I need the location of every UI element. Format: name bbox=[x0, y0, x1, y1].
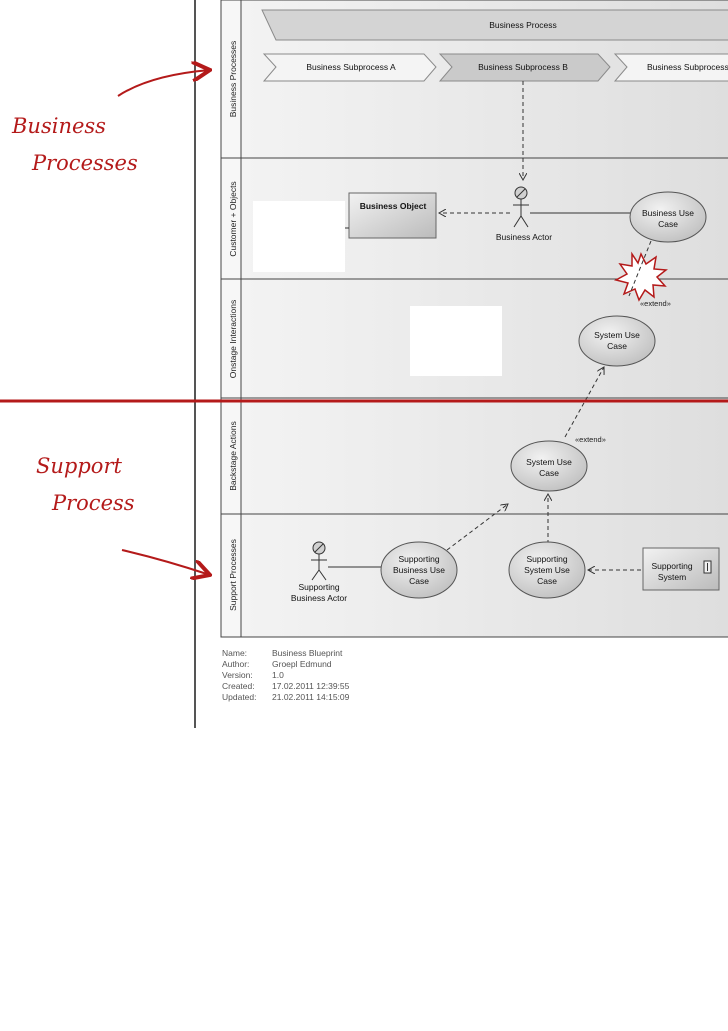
supporting-system-use-case-label-1: Supporting bbox=[526, 554, 567, 564]
system-use-case-onstage bbox=[578, 315, 656, 367]
annotation-support-1: Support bbox=[36, 454, 122, 478]
supporting-system-use-case-label-2: System Use bbox=[524, 565, 570, 575]
meta-key: Version: bbox=[222, 670, 253, 680]
subprocess-c-label: Business Subprocess C bbox=[647, 62, 728, 72]
supporting-business-use-case-label-3: Case bbox=[409, 576, 429, 586]
lane-label-backstage-actions: Backstage Actions bbox=[228, 421, 238, 490]
business-process-title: Business Process bbox=[489, 20, 557, 30]
meta-value: Business Blueprint bbox=[272, 648, 343, 658]
supporting-system-use-case-label-3: Case bbox=[537, 576, 557, 586]
meta-key: Name: bbox=[222, 648, 248, 658]
system-use-case-backstage-label-1: System Use bbox=[526, 457, 572, 467]
supporting-system-label-2: System bbox=[658, 572, 686, 582]
business-process-banner bbox=[261, 9, 728, 41]
meta-key: Created: bbox=[222, 681, 255, 691]
lane-label-customer-objects: Customer + Objects bbox=[228, 181, 238, 256]
lane-label-support-processes: Support Processes bbox=[228, 539, 238, 611]
extend-line-backstage bbox=[564, 367, 604, 438]
meta-value: Groepl Edmund bbox=[272, 659, 332, 669]
extend-label-backstage: «extend» bbox=[575, 435, 606, 444]
blank-region bbox=[410, 306, 502, 376]
meta-row-created: Created: 17.02.2011 12:39:55 bbox=[222, 681, 349, 692]
lane-header-column bbox=[220, 0, 242, 638]
business-use-case bbox=[629, 191, 707, 243]
business-actor-label: Business Actor bbox=[496, 232, 552, 242]
system-use-case-onstage-label-1: System Use bbox=[594, 330, 640, 340]
meta-row-author: Author: Groepl Edmund bbox=[222, 659, 349, 670]
supporting-business-use-case bbox=[380, 541, 458, 599]
lane-label-onstage-interactions: Onstage Interactions bbox=[228, 300, 238, 378]
annotation-support-2: Process bbox=[51, 491, 135, 515]
subprocess-c-chevron bbox=[613, 53, 728, 82]
supporting-business-to-system-arrow bbox=[446, 504, 508, 551]
lane-label-business-processes: Business Processes bbox=[228, 41, 238, 118]
subprocess-b-chevron bbox=[438, 53, 611, 82]
system-use-case-backstage bbox=[510, 440, 588, 492]
meta-row-updated: Updated: 21.02.2011 14:15:09 bbox=[222, 692, 349, 703]
meta-key: Updated: bbox=[222, 692, 257, 702]
meta-value: 17.02.2011 12:39:55 bbox=[272, 681, 350, 691]
meta-value: 1.0 bbox=[272, 670, 284, 680]
business-actor-icon bbox=[513, 186, 529, 228]
system-use-case-onstage-label-2: Case bbox=[607, 341, 627, 351]
meta-value: 21.02.2011 14:15:09 bbox=[272, 692, 350, 702]
meta-row-name: Name: Business Blueprint bbox=[222, 648, 349, 659]
annotation-business-2: Processes bbox=[31, 151, 138, 175]
subprocess-a-label: Business Subprocess A bbox=[306, 62, 396, 72]
meta-row-version: Version: 1.0 bbox=[222, 670, 349, 681]
diagram-metadata: Name: Business Blueprint Author: Groepl Ed… bbox=[222, 648, 349, 703]
supporting-business-actor-icon bbox=[311, 541, 327, 581]
business-object-label: Business Object bbox=[360, 201, 427, 211]
annotation-arrow-business bbox=[117, 70, 210, 97]
meta-key: Author: bbox=[222, 659, 250, 669]
annotation-arrow-support bbox=[121, 549, 210, 575]
starburst-icon bbox=[613, 251, 668, 302]
annotation-business-1: Business bbox=[11, 114, 106, 138]
supporting-business-use-case-label-1: Supporting bbox=[398, 554, 439, 564]
supporting-system-use-case bbox=[508, 541, 586, 599]
supporting-system-label-1: Supporting bbox=[651, 561, 692, 571]
blank-region bbox=[253, 201, 345, 272]
business-use-case-label-1: Business Use bbox=[642, 208, 694, 218]
business-object-box bbox=[348, 192, 437, 239]
extend-line-onstage bbox=[628, 240, 652, 297]
system-use-case-backstage-label-2: Case bbox=[539, 468, 559, 478]
supporting-business-actor-label-2: Business Actor bbox=[291, 593, 347, 603]
subprocess-b-label: Business Subprocess B bbox=[478, 62, 568, 72]
business-use-case-label-2: Case bbox=[658, 219, 678, 229]
supporting-business-use-case-label-2: Business Use bbox=[393, 565, 445, 575]
subprocess-a-chevron bbox=[262, 53, 437, 82]
supporting-business-actor-label-1: Supporting bbox=[298, 582, 339, 592]
extend-label-onstage: «extend» bbox=[640, 299, 671, 308]
